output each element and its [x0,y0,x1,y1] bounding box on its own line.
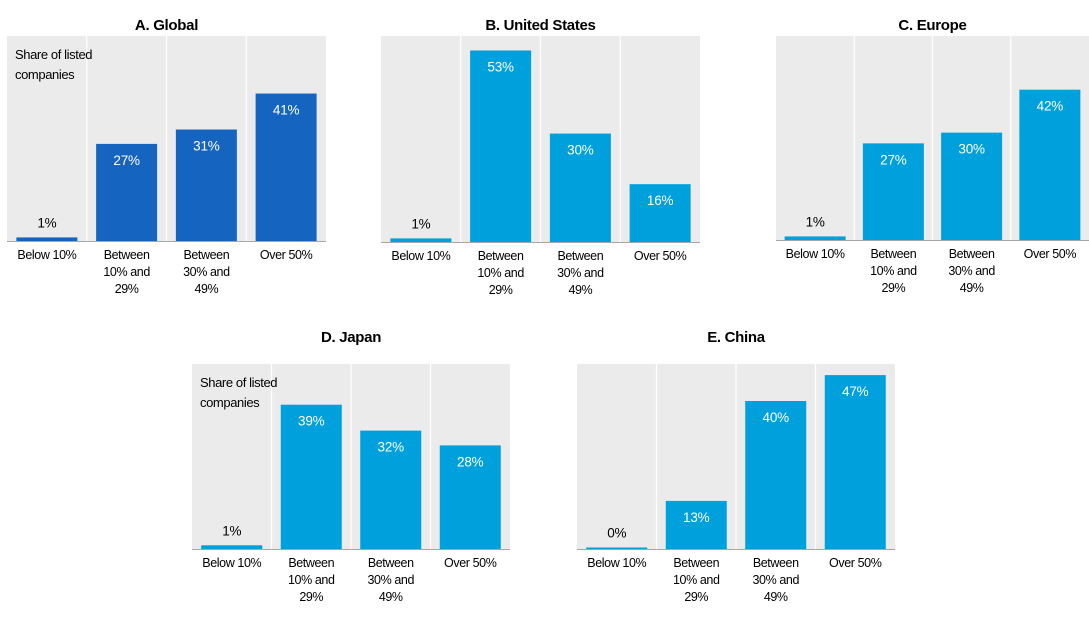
data-label: 30% [958,142,985,157]
data-label: 13% [683,510,710,525]
data-label: 1% [222,523,241,538]
category-label: Over 50% [829,556,882,570]
bar [470,50,532,242]
category-label: Over 50% [260,248,313,262]
data-label: 1% [806,214,825,229]
bar [824,375,886,549]
bar [360,430,422,549]
data-label: 1% [411,216,430,231]
chart-title: D. Japan [321,329,381,346]
data-label: 32% [378,440,405,455]
bar [941,132,1003,240]
chart-title: A. Global [135,17,198,34]
bar [201,545,263,549]
bar [1019,89,1081,241]
bar [784,236,846,240]
category-label: Below 10% [786,247,845,261]
data-label: 27% [113,153,140,168]
bar [439,445,501,549]
bar [390,238,452,242]
data-label: 39% [298,414,325,429]
category-label: Below 10% [202,556,261,570]
category-label: Over 50% [444,556,497,570]
data-label: 31% [193,139,220,154]
data-label: 28% [457,454,484,469]
bar [862,143,924,240]
chart-title: E. China [707,329,766,346]
bar [96,143,158,241]
data-label: 1% [37,215,56,230]
category-label: Over 50% [1024,247,1077,261]
data-label: 53% [487,59,514,74]
data-label: 41% [273,103,300,118]
data-label: 16% [647,193,674,208]
bar [586,547,648,549]
data-label: 40% [763,410,790,425]
chart-title: B. United States [485,17,595,34]
data-label: 27% [880,152,907,167]
category-label: Below 10% [391,249,450,263]
bar [549,133,611,242]
category-label: Below 10% [17,248,76,262]
bar [255,93,317,242]
bar [175,129,237,241]
chart-title: C. Europe [898,17,966,34]
data-label: 42% [1037,99,1064,114]
bar [665,500,727,549]
data-label: 0% [607,526,626,541]
bar [16,237,78,241]
bar [745,401,807,549]
data-label: 47% [842,384,869,399]
category-label: Below 10% [587,556,646,570]
bar [629,184,691,242]
bar [280,404,342,549]
data-label: 30% [567,143,594,158]
category-label: Over 50% [634,249,687,263]
